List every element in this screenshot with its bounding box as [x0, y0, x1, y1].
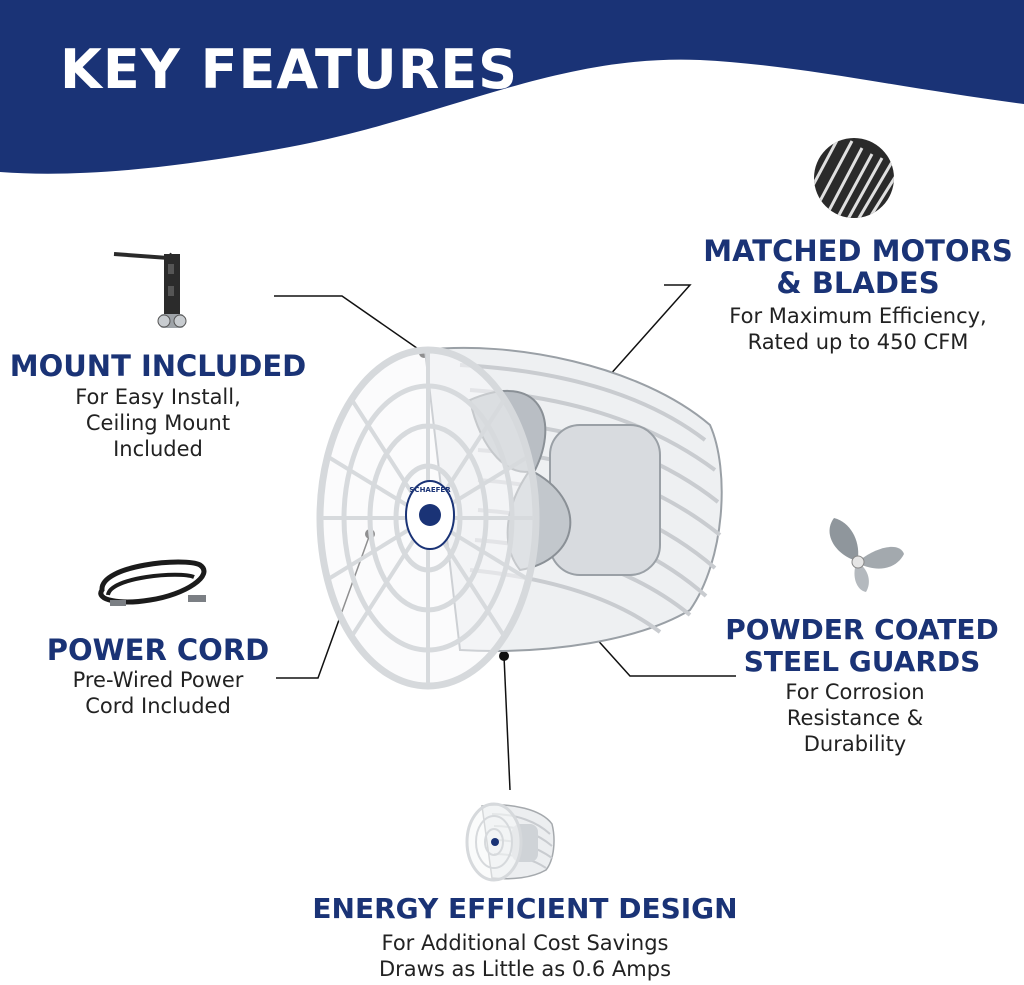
feature-energy-desc-line: Draws as Little as 0.6 Amps	[378, 957, 672, 981]
feature-guards-desc: For Corrosion Resistance & Durability	[700, 679, 1010, 757]
feature-guards-title: POWDER COATED STEEL GUARDS	[700, 614, 1024, 678]
fan-thumbnail-image	[465, 802, 555, 882]
page-title: KEY FEATURES	[60, 38, 519, 101]
feature-guards-title-line: POWDER COATED	[725, 613, 999, 646]
feature-energy-title: ENERGY EFFICIENT DESIGN	[312, 892, 738, 925]
feature-energy-desc-line: For Additional Cost Savings	[381, 931, 669, 955]
feature-power-cord-desc-line: Pre-Wired Power	[72, 668, 244, 692]
feature-mount-desc-line: For Easy Install,	[75, 385, 241, 409]
header-banner	[0, 0, 1024, 174]
feature-mount-desc: For Easy Install, Ceiling Mount Included	[0, 384, 316, 462]
feature-guards-desc-line: Durability	[803, 732, 907, 756]
feature-power-cord-desc-line: Cord Included	[85, 694, 231, 718]
feature-guards-title-line: STEEL GUARDS	[743, 645, 981, 678]
feature-motors-desc: For Maximum Efficiency, Rated up to 450 …	[680, 303, 1024, 355]
feature-motors-desc-line: For Maximum Efficiency,	[729, 304, 987, 328]
feature-mount-desc-line: Ceiling Mount	[85, 411, 231, 435]
motor-grill-image	[814, 138, 894, 218]
feature-power-cord-desc: Pre-Wired Power Cord Included	[0, 667, 316, 719]
mount-bracket-image	[113, 252, 187, 328]
feature-motors-title: MATCHED MOTORS & BLADES	[680, 235, 1024, 299]
power-cord-image	[98, 559, 207, 606]
feature-guards-desc-line: For Corrosion	[785, 680, 925, 704]
feature-motors-title-line: MATCHED MOTORS	[703, 234, 1013, 268]
feature-motors-desc-line: Rated up to 450 CFM	[747, 330, 969, 354]
fan-main-image: SCHAEFER	[316, 346, 723, 690]
feature-mount-title: MOUNT INCLUDED	[9, 349, 307, 383]
feature-motors-title-line: & BLADES	[776, 266, 940, 300]
fan-badge-brand: SCHAEFER	[409, 486, 451, 494]
fan-blade-image	[829, 518, 904, 592]
feature-mount-desc-line: Included	[113, 437, 203, 461]
feature-power-cord-title: POWER CORD	[46, 633, 270, 667]
feature-energy-desc: For Additional Cost Savings Draws as Lit…	[260, 930, 790, 982]
feature-guards-desc-line: Resistance &	[786, 706, 924, 730]
